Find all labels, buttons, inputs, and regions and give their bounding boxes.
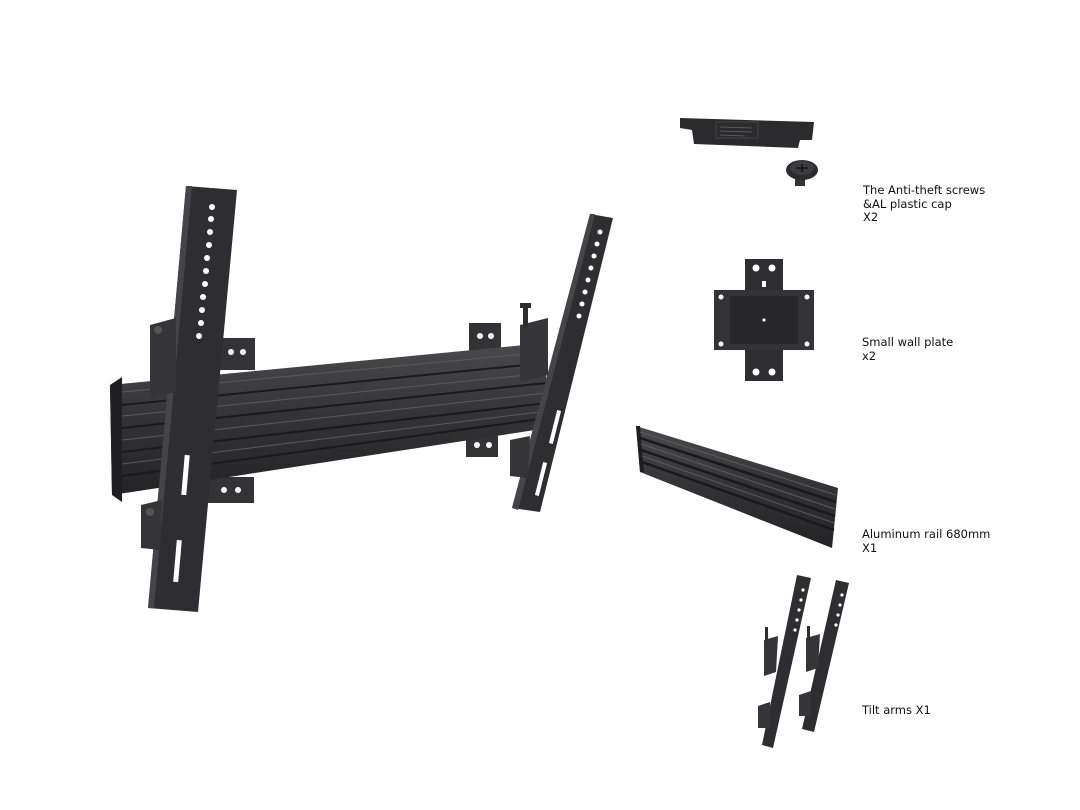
label-rail-line-1: Aluminum rail 680mm: [862, 527, 991, 541]
main-tilt-arm-left: [141, 186, 237, 612]
label-wall-plate-line-2: x2: [862, 348, 877, 363]
label-tilt-arms-line-1: Tilt arms X1: [862, 703, 931, 717]
label-wall-plate: Small wall plate x2: [862, 335, 954, 363]
label-screws-line-2: &AL plastic cap: [863, 196, 952, 211]
label-screws-line-3: X2: [863, 210, 879, 224]
main-tilt-arm-right: [510, 214, 613, 512]
tilt-arms-part: [758, 575, 849, 748]
label-rail: Aluminum rail 680mm X1: [862, 527, 991, 555]
label-rail-line-2: X1: [862, 540, 878, 555]
label-tilt-arms: Tilt arms X1: [862, 703, 931, 718]
main-wall-plate-left: [206, 338, 255, 503]
plastic-cap: [680, 118, 814, 148]
aluminum-rail-part: [636, 426, 838, 548]
main-assembly: [110, 186, 613, 612]
label-screws-line-1: The Anti-theft screws: [863, 183, 986, 197]
label-screws: The Anti-theft screws &AL plastic cap X2: [863, 183, 986, 225]
anti-theft-screw: [786, 160, 818, 186]
label-wall-plate-line-1: Small wall plate: [862, 335, 954, 349]
small-wall-plate: [714, 259, 814, 381]
